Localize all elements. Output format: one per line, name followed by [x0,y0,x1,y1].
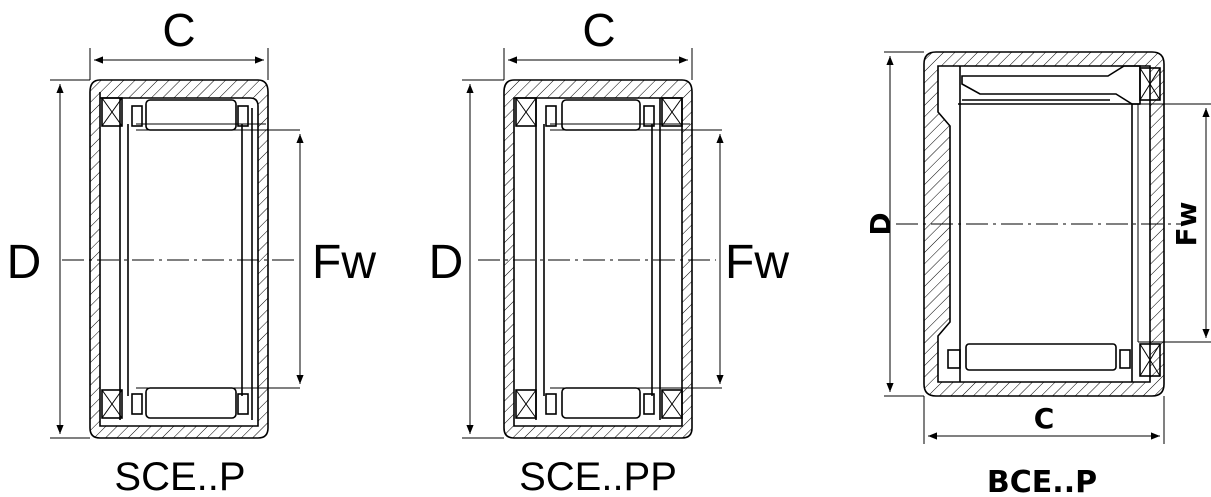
needle-roller-top [561,99,641,131]
needle-roller-bottom [561,387,641,419]
inner-diameter-label: Fw [725,236,789,289]
diagram-bce-p: D Fw C BCE..P [864,51,1211,497]
width-label: C [582,4,615,56]
inner-diameter-label: Fw [1170,202,1203,247]
diagram-sce-pp: C D Fw SCE..PP [429,4,790,497]
outer-ring-section [89,79,269,439]
outer-ring-section [923,51,1165,397]
outer-diameter-label: D [429,236,464,289]
inner-diameter-label: Fw [312,236,376,289]
needle-roller-bottom [145,387,237,419]
needle-roller-bottom [965,343,1117,371]
diagram-title: SCE..PP [519,455,677,497]
width-label: C [1034,402,1055,435]
diagram-sce-p: C D Fw SCE..P [7,4,377,497]
diagram-title: SCE..P [114,455,245,497]
needle-roller-top [145,99,237,131]
width-label: C [162,4,195,56]
diagram-title: BCE..P [987,465,1097,497]
outer-diameter-label: D [7,236,42,289]
outer-diameter-label: D [864,212,897,235]
outer-ring-section [503,79,693,439]
